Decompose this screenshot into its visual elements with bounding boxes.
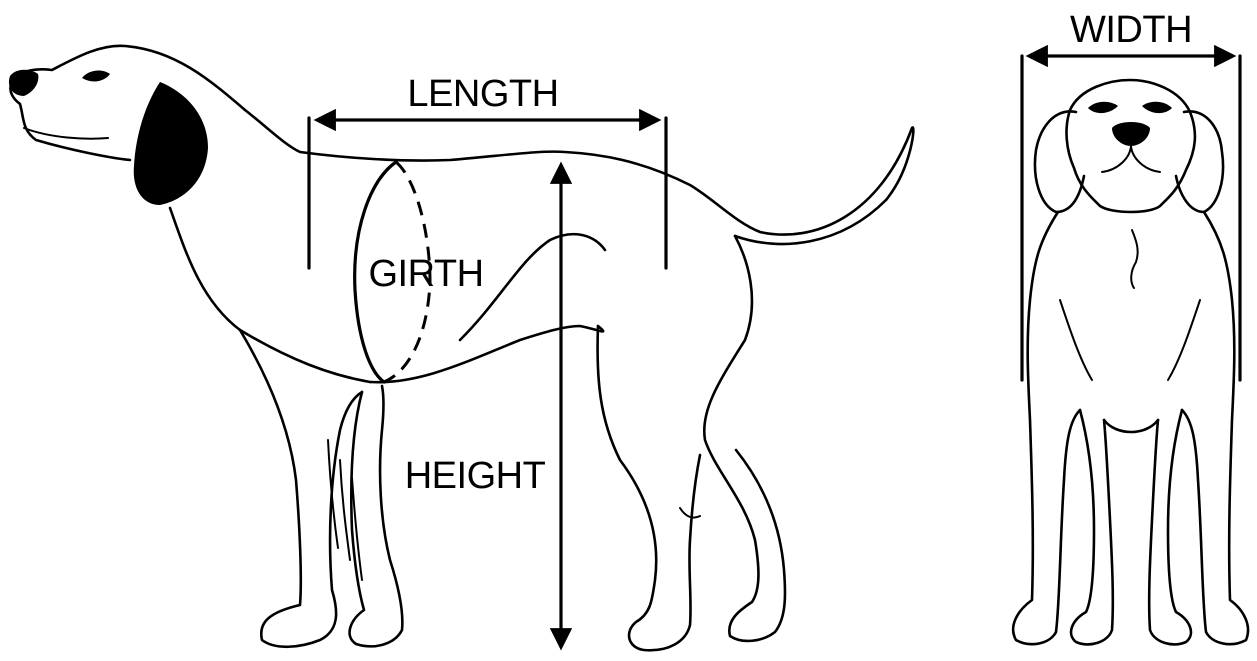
front-dog-nose — [1112, 122, 1150, 146]
front-dog-neck-fold — [1131, 230, 1137, 288]
dog-leg-detail — [352, 478, 362, 580]
front-dog-chest-detail — [1168, 300, 1200, 380]
dog-eye — [82, 71, 110, 82]
dog-front-leg-inner — [350, 386, 403, 646]
dog-hind-leg-back — [704, 236, 785, 641]
front-dog-ear-right — [1176, 111, 1223, 212]
dog-chest-front — [170, 208, 370, 382]
dog-leg-detail — [340, 460, 350, 560]
front-dog-inner-leg-right — [1149, 410, 1191, 644]
front-dog-ear-left — [1035, 111, 1084, 212]
dog-front-leg-outline — [240, 330, 362, 647]
dog-hock-detail — [680, 508, 700, 518]
girth-measurement: GIRTH — [355, 162, 484, 382]
front-dog-inner-leg-left — [1071, 410, 1113, 644]
side-view-dog-illustration — [9, 46, 913, 650]
dog-nose — [9, 70, 38, 96]
dog-belly — [370, 326, 603, 382]
height-label: HEIGHT — [405, 455, 546, 497]
front-dog-chest-detail — [1060, 300, 1092, 380]
width-label: WIDTH — [1070, 9, 1192, 51]
length-measurement: LENGTH — [309, 73, 666, 268]
front-dog-eye-right — [1142, 102, 1172, 113]
length-label: LENGTH — [407, 73, 558, 115]
girth-label: GIRTH — [368, 253, 483, 295]
front-dog-chest — [1104, 420, 1158, 432]
dog-mouth-line — [24, 128, 108, 139]
width-measurement: WIDTH — [1022, 9, 1240, 380]
height-measurement: HEIGHT — [405, 166, 561, 646]
front-dog-body-right — [1182, 212, 1248, 644]
front-view-dog-illustration — [1013, 80, 1248, 644]
dog-hind-leg-outline — [598, 326, 700, 650]
dog-ear — [134, 82, 208, 205]
front-dog-mouth — [1102, 146, 1160, 172]
front-dog-eye-left — [1088, 102, 1118, 113]
